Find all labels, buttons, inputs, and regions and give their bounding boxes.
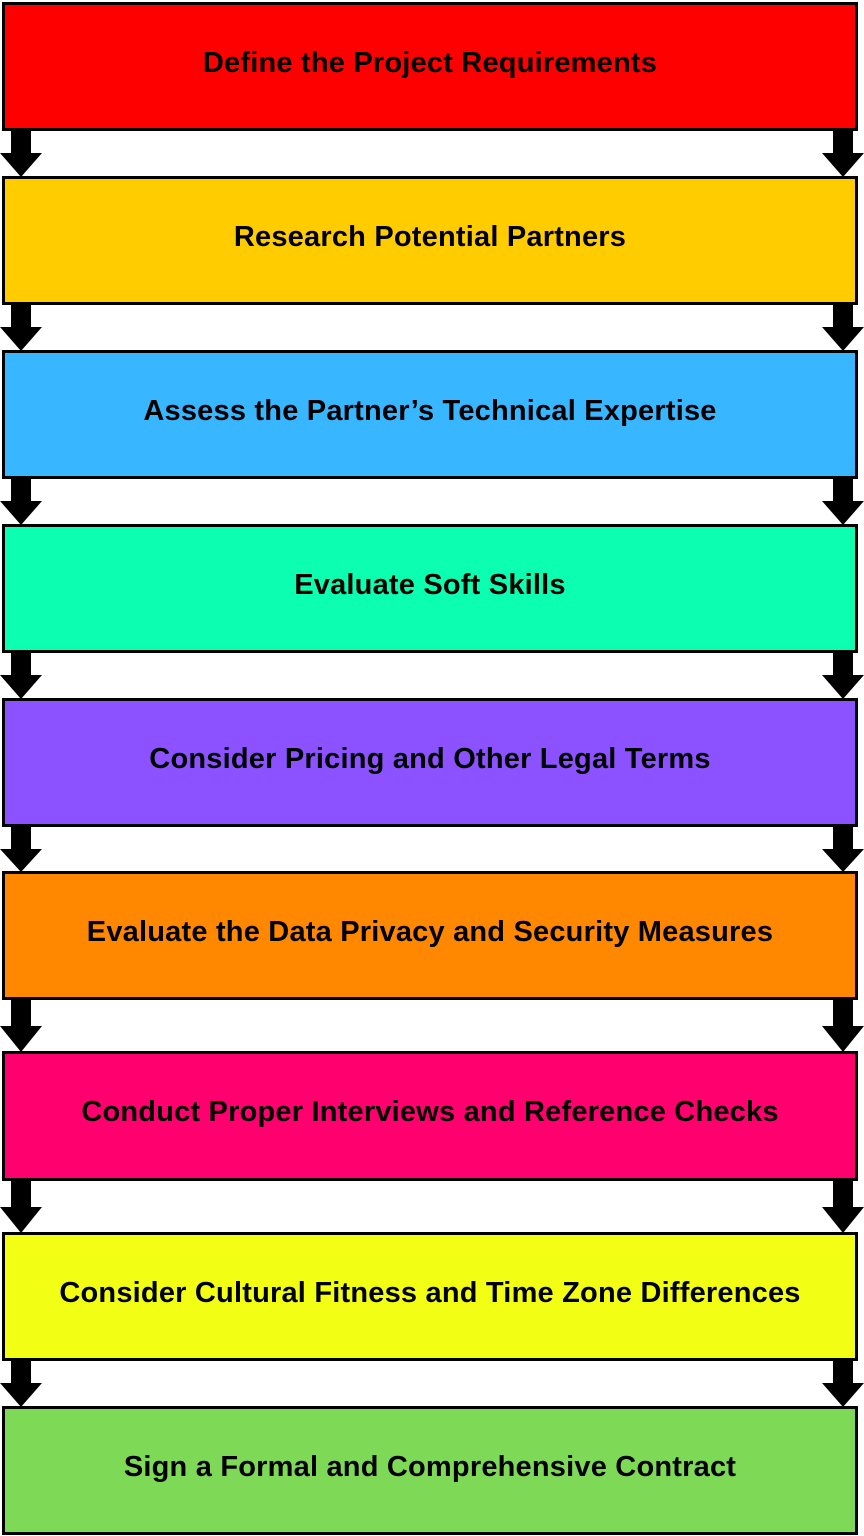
step-6-data-privacy-security: Evaluate the Data Privacy and Security M… bbox=[2, 871, 858, 1000]
down-arrow-icon bbox=[822, 1358, 864, 1407]
step-7-interviews-reference-checks: Conduct Proper Interviews and Reference … bbox=[2, 1051, 858, 1181]
step-5-pricing-legal-terms: Consider Pricing and Other Legal Terms bbox=[2, 698, 858, 827]
step-2-research-partners: Research Potential Partners bbox=[2, 176, 858, 305]
down-arrow-icon bbox=[0, 302, 42, 351]
step-3-assess-technical-expertise: Assess the Partner’s Technical Expertise bbox=[2, 350, 858, 479]
down-arrow-icon bbox=[0, 1178, 42, 1233]
step-label: Consider Cultural Fitness and Time Zone … bbox=[59, 1277, 801, 1309]
step-label: Consider Pricing and Other Legal Terms bbox=[149, 743, 711, 775]
step-label: Evaluate the Data Privacy and Security M… bbox=[86, 916, 774, 948]
down-arrow-icon bbox=[822, 997, 864, 1052]
step-label: Define the Project Requirements bbox=[202, 47, 658, 79]
down-arrow-icon bbox=[0, 476, 42, 525]
down-arrow-icon bbox=[0, 997, 42, 1052]
step-label: Evaluate Soft Skills bbox=[294, 569, 566, 601]
down-arrow-icon bbox=[822, 824, 864, 872]
down-arrow-icon bbox=[822, 476, 864, 525]
step-4-evaluate-soft-skills: Evaluate Soft Skills bbox=[2, 524, 858, 653]
step-label: Research Potential Partners bbox=[233, 221, 627, 253]
step-label: Assess the Partner’s Technical Expertise bbox=[143, 395, 717, 427]
step-9-sign-contract: Sign a Formal and Comprehensive Contract bbox=[2, 1406, 858, 1535]
down-arrow-icon bbox=[822, 128, 864, 177]
step-label: Conduct Proper Interviews and Reference … bbox=[81, 1096, 779, 1128]
down-arrow-icon bbox=[0, 824, 42, 872]
down-arrow-icon bbox=[822, 650, 864, 699]
step-label: Sign a Formal and Comprehensive Contract bbox=[123, 1451, 737, 1483]
down-arrow-icon bbox=[822, 302, 864, 351]
step-1-define-requirements: Define the Project Requirements bbox=[2, 2, 858, 131]
down-arrow-icon bbox=[822, 1178, 864, 1233]
down-arrow-icon bbox=[0, 128, 42, 177]
down-arrow-icon bbox=[0, 1358, 42, 1407]
step-8-cultural-fitness-time-zones: Consider Cultural Fitness and Time Zone … bbox=[2, 1232, 858, 1361]
down-arrow-icon bbox=[0, 650, 42, 699]
